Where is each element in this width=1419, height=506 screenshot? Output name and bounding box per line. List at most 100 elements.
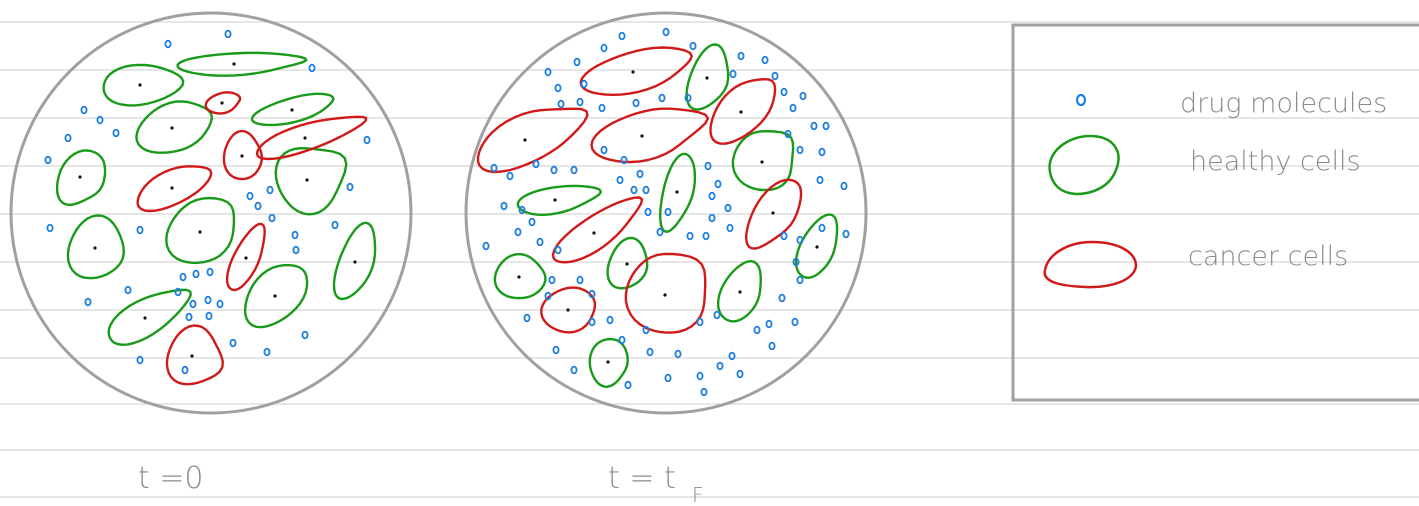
drug-molecule <box>729 69 737 79</box>
cell-nucleus <box>170 126 174 130</box>
cancer-cell <box>165 324 224 386</box>
legend-label-healthy: healthy cells <box>1190 146 1361 177</box>
petri-dish-t0 <box>9 11 413 415</box>
cell-nucleus <box>640 134 644 138</box>
drug-molecule <box>737 51 745 61</box>
drug-molecule <box>632 98 640 108</box>
cancer-cell <box>540 286 597 334</box>
drug-molecule <box>630 185 638 195</box>
drug-molecule <box>174 287 182 297</box>
cell-nucleus <box>305 178 309 182</box>
cell-nucleus <box>606 360 610 364</box>
drug-molecule <box>308 63 316 73</box>
drug-molecule <box>554 83 562 93</box>
cell-nucleus <box>517 275 521 279</box>
drug-molecule <box>656 227 664 237</box>
drug-molecule <box>588 289 596 299</box>
petri-dish-outline <box>464 11 868 415</box>
drug-molecule <box>363 135 371 145</box>
healthy-cell <box>659 152 697 233</box>
drug-molecule <box>164 39 172 49</box>
drug-molecule <box>696 317 704 327</box>
drug-molecule <box>810 121 818 131</box>
drug-molecule <box>557 99 565 109</box>
drug-molecule <box>753 325 761 335</box>
cancer-cell <box>590 107 710 164</box>
drug-molecule <box>818 147 826 157</box>
cell-nucleus <box>738 290 742 294</box>
healthy-cell <box>176 51 308 77</box>
drug-molecule <box>46 223 54 233</box>
drug-molecule <box>570 365 578 375</box>
drug-molecule <box>550 165 558 175</box>
time-label-tf-subscript: F <box>692 483 704 506</box>
drug-molecule <box>761 55 769 65</box>
healthy-cell <box>107 288 192 346</box>
drug-molecule <box>816 175 824 185</box>
cancer-cell-icon <box>1043 240 1138 289</box>
drug-molecule <box>80 105 88 115</box>
drug-molecule <box>528 217 536 227</box>
drug-molecule <box>822 121 830 131</box>
drug-molecule <box>716 361 724 371</box>
cell-nucleus <box>631 70 635 74</box>
drug-molecule <box>642 185 650 195</box>
drug-molecule <box>780 87 788 97</box>
drug-molecule <box>84 297 92 307</box>
drug-molecule <box>642 325 650 335</box>
legend-label-drug: drug molecules <box>1180 88 1387 119</box>
drug-molecule <box>726 223 734 233</box>
drug-molecule <box>684 93 692 103</box>
drug-molecule <box>765 319 773 329</box>
healthy-cell <box>66 214 125 280</box>
drug-molecule <box>713 310 721 320</box>
cancer-cell <box>255 115 368 161</box>
healthy-cell <box>243 264 309 329</box>
drug-molecule <box>714 179 722 189</box>
cell-nucleus <box>78 175 82 179</box>
drug-molecule <box>704 161 712 171</box>
cancer-cell <box>709 78 777 145</box>
cell-nucleus <box>273 294 277 298</box>
drug-molecule <box>254 201 262 211</box>
cell-nucleus <box>232 62 236 66</box>
petri-dish-tf <box>464 11 868 415</box>
drug-molecule <box>246 191 254 201</box>
cancer-cells-group <box>136 91 368 386</box>
healthy-cell <box>516 184 603 216</box>
cell-nucleus <box>625 262 629 266</box>
drug-molecule <box>768 341 776 351</box>
drug-molecule <box>796 235 804 245</box>
cancer-cell <box>136 165 213 213</box>
drug-molecule <box>736 369 744 379</box>
drug-molecule <box>784 129 792 139</box>
drug-molecule <box>552 345 560 355</box>
drug-molecule-icon <box>1075 93 1087 107</box>
drug-molecule <box>689 41 697 51</box>
healthy-cell <box>716 260 762 323</box>
drug-molecule <box>268 213 276 223</box>
cell-nucleus <box>353 260 357 264</box>
cell-nucleus <box>592 231 596 235</box>
legend-label-cancer: cancer cells <box>1188 241 1348 272</box>
drug-molecule <box>490 163 498 173</box>
drug-molecule <box>544 67 552 77</box>
drug-molecule <box>580 79 588 89</box>
drug-molecule <box>554 245 562 255</box>
drug-molecule <box>506 171 514 181</box>
healthy-cell <box>250 92 335 127</box>
drug-molecule <box>229 338 237 348</box>
drug-molecule <box>598 103 606 113</box>
drug-molecule <box>266 185 274 195</box>
drug-molecule <box>523 313 531 323</box>
healthy-cells-group <box>55 51 377 346</box>
drug-molecule <box>618 335 626 345</box>
drug-molecule <box>842 229 850 239</box>
drug-molecule <box>686 231 694 241</box>
drug-molecule <box>588 317 596 327</box>
healthy-cell <box>332 221 377 301</box>
cell-nucleus <box>143 316 147 320</box>
cancer-cells-group <box>476 46 803 334</box>
drug-molecule <box>791 317 799 327</box>
